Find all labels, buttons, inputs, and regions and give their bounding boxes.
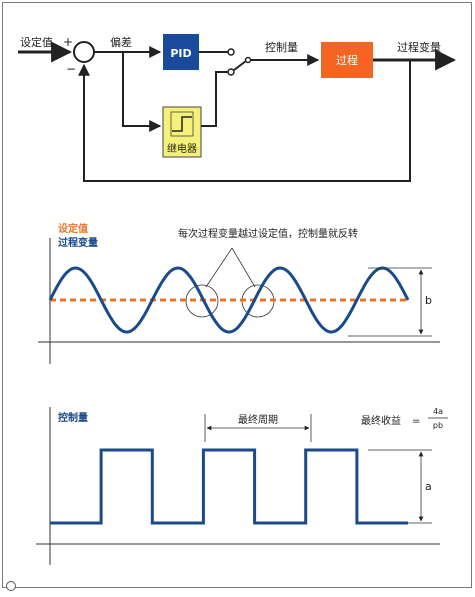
relay-output-line bbox=[201, 71, 228, 127]
relay-chart: 控制量 最终周期 最终收益 = 4a pb a bbox=[36, 407, 448, 565]
process-label: 过程 bbox=[336, 54, 358, 67]
feedback-line bbox=[78, 60, 411, 182]
formula-numerator: 4a bbox=[433, 407, 443, 416]
switch-pivot bbox=[244, 56, 252, 64]
corner-circle bbox=[6, 581, 16, 591]
ultimate-gain-label: 最终收益 bbox=[361, 414, 401, 427]
control-output-label: 控制量 bbox=[265, 40, 298, 54]
switch-contact-pid bbox=[227, 48, 235, 56]
error-label: 偏差 bbox=[110, 35, 132, 49]
crossing-annotation: 每次过程变量越过设定值，控制量就反转 bbox=[178, 227, 358, 240]
equals-sign: = bbox=[412, 416, 420, 427]
relay-label: 继电器 bbox=[167, 142, 197, 155]
setpoint-label: 设定值 bbox=[20, 35, 53, 49]
oscillation-chart: 设定值 过程变量 每次过程变量越过设定值，控制量就反转 b bbox=[38, 222, 440, 364]
summing-junction bbox=[73, 41, 95, 63]
pid-block bbox=[163, 34, 199, 70]
process-variable-label: 过程变量 bbox=[397, 40, 441, 54]
relay-icon-frame bbox=[170, 111, 194, 137]
pid-label: PID bbox=[170, 47, 191, 60]
legend-setpoint: 设定值 bbox=[58, 222, 88, 235]
control-series-label: 控制量 bbox=[58, 411, 88, 424]
b-label: b bbox=[425, 294, 432, 307]
a-label: a bbox=[425, 480, 432, 493]
page-frame bbox=[2, 2, 472, 588]
period-label: 最终周期 bbox=[238, 413, 278, 426]
process-block bbox=[321, 42, 373, 78]
control-output-square-wave bbox=[50, 448, 408, 525]
annotation-pointer-left bbox=[205, 247, 233, 288]
legend-process-variable: 过程变量 bbox=[58, 236, 98, 249]
annotation-pointer-right bbox=[231, 247, 256, 288]
relay-branch-line bbox=[122, 52, 162, 132]
relay-block bbox=[162, 106, 202, 158]
block-diagram: 设定值 + − 偏差 PID 继电器 控制量 过程 bbox=[18, 34, 457, 182]
switch-contact-relay bbox=[227, 68, 235, 76]
relay-step-icon bbox=[172, 116, 192, 132]
formula-denominator: pb bbox=[433, 421, 443, 430]
plus-sign: + bbox=[63, 35, 73, 49]
process-variable-line bbox=[48, 266, 410, 334]
minus-sign: − bbox=[66, 62, 76, 76]
switch-blade bbox=[233, 60, 247, 71]
